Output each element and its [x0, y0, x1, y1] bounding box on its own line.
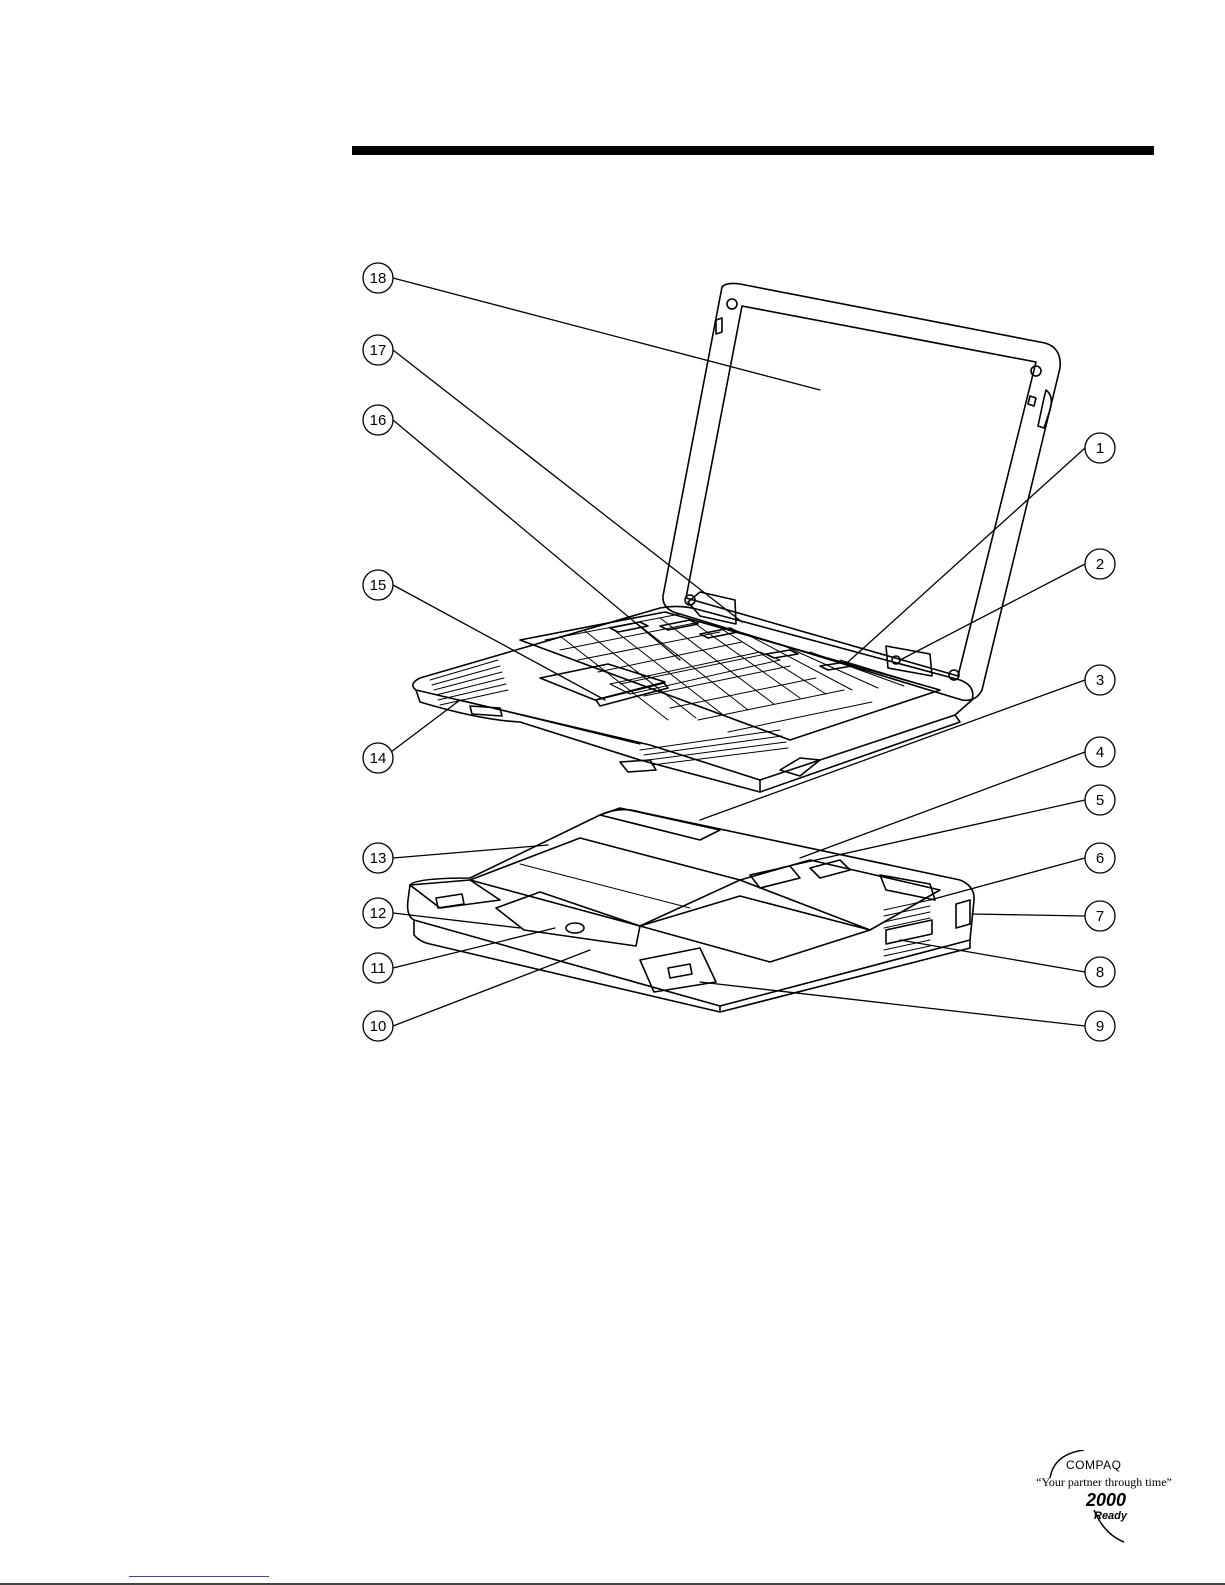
callout-number: 5 [1096, 792, 1104, 809]
base-foot [620, 760, 656, 772]
compaq-2000-ready-logo: COMPAQ “Your partner through time” 2000 … [1014, 1450, 1194, 1550]
leader-line [393, 913, 520, 928]
callout-number: 10 [370, 1018, 387, 1035]
leader-line [848, 448, 1085, 662]
leader-line [900, 940, 1085, 972]
base-foot [470, 706, 502, 716]
callout-number: 9 [1096, 1018, 1104, 1035]
callout-number: 7 [1096, 908, 1104, 925]
leader-line [393, 278, 820, 390]
callout-number: 18 [370, 270, 387, 287]
callout-number: 16 [370, 412, 387, 429]
multibay-device [640, 948, 716, 992]
callout-number: 17 [370, 342, 387, 359]
leader-line [393, 950, 590, 1026]
battery-bay [470, 838, 740, 926]
leader-line [393, 350, 742, 622]
processor [750, 866, 800, 888]
status-button [700, 628, 738, 638]
lower-base [408, 808, 974, 1012]
logo-tagline: “Your partner through time” [1014, 1475, 1194, 1490]
logo-brand: COMPAQ [1066, 1458, 1121, 1472]
callout-number: 13 [370, 850, 387, 867]
display-assembly [663, 283, 1060, 700]
logo-ready: Ready [1094, 1510, 1127, 1522]
display-bezel [663, 283, 1060, 700]
callout-number: 12 [370, 905, 387, 922]
callout-number: 3 [1096, 672, 1104, 689]
leader-line [391, 700, 460, 752]
display-latch [1028, 396, 1036, 406]
logo-year: 2000 [1086, 1490, 1126, 1511]
power-button [820, 662, 852, 670]
speaker-grille-right [640, 730, 788, 765]
speaker-grille-left [430, 660, 508, 705]
status-button [610, 622, 648, 632]
status-button [766, 650, 798, 658]
callout-number: 6 [1096, 850, 1104, 867]
leader-line [780, 800, 1085, 868]
leader-line [393, 585, 605, 700]
leader-line [393, 928, 555, 968]
callout-number: 14 [370, 750, 387, 767]
status-button [660, 620, 698, 630]
callout-number: 15 [370, 577, 387, 594]
multibay-release-latch [668, 964, 692, 978]
rear-connector [600, 808, 720, 840]
callout-number: 2 [1096, 556, 1104, 573]
callout-number: 8 [1096, 964, 1104, 981]
pc-card-slot [886, 920, 932, 944]
leader-line [700, 982, 1085, 1026]
callout-number: 1 [1096, 440, 1104, 457]
footer-link-underline[interactable] [129, 1576, 269, 1577]
leader-line [972, 914, 1085, 916]
lower-base-outline [408, 810, 974, 1006]
display-latch [716, 318, 722, 334]
bezel-bumper [727, 299, 737, 309]
callout-number: 11 [370, 960, 386, 977]
keyboard-base [413, 606, 973, 792]
touchpad-buttons [596, 683, 668, 706]
dc-power-connector [956, 900, 970, 928]
memory-slot [810, 860, 850, 878]
leader-line [460, 700, 640, 744]
cd-eject-button [566, 923, 584, 933]
multibay [640, 896, 870, 962]
callout-number: 4 [1096, 744, 1104, 761]
leader-line [700, 680, 1085, 820]
bezel-bumper [1031, 366, 1041, 376]
